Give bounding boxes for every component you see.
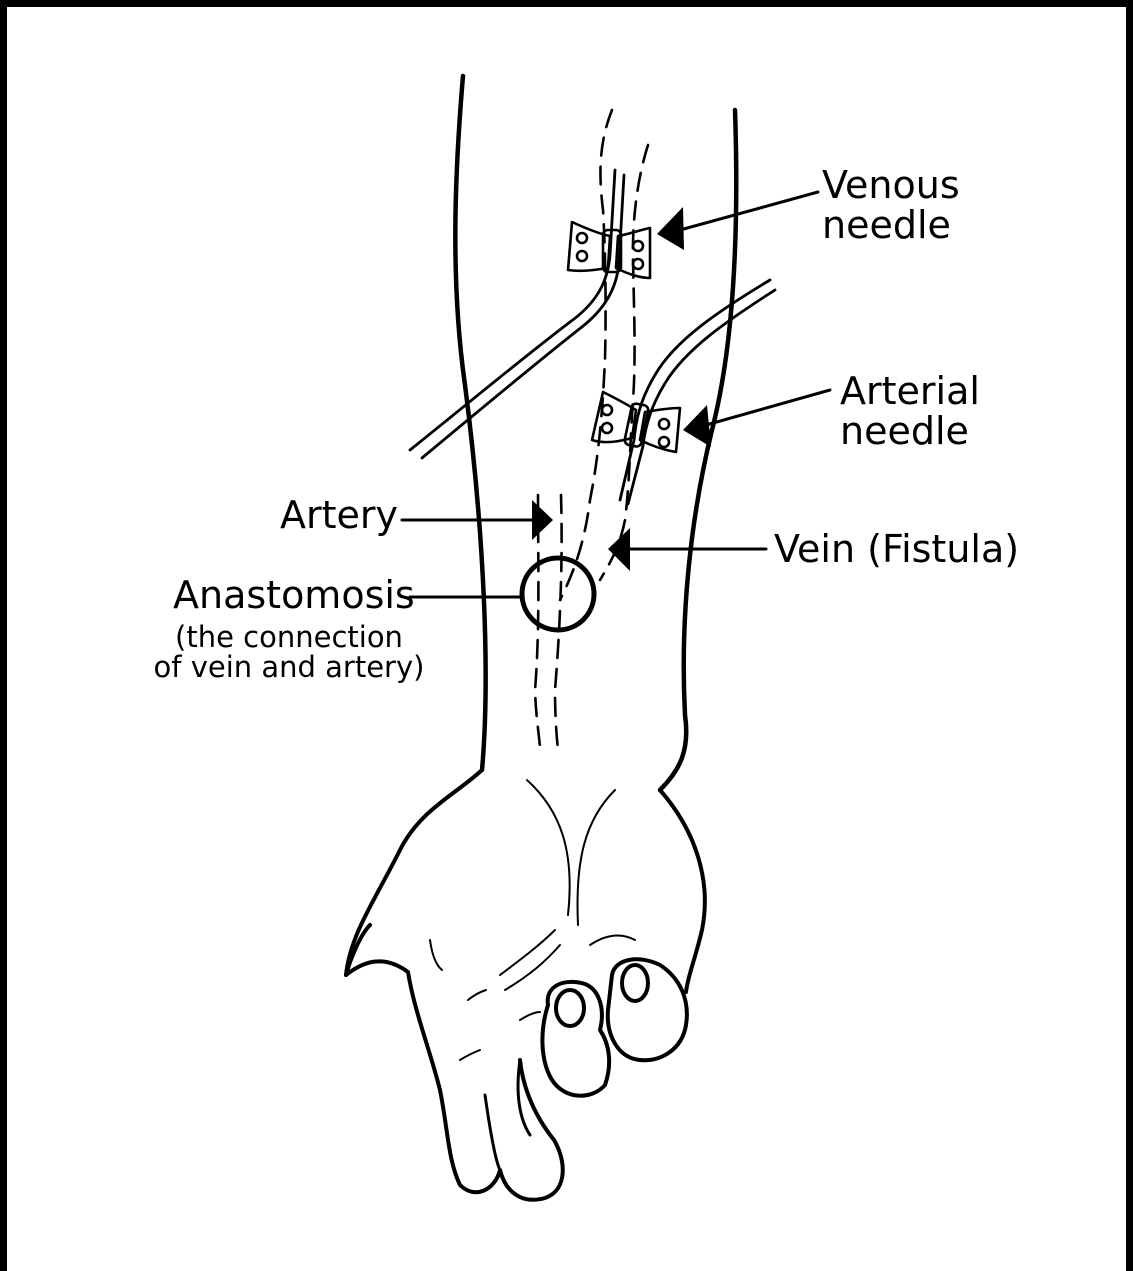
fingernail-left (556, 990, 584, 1026)
arterial-needle-tubing (620, 280, 770, 500)
anastomosis-circle (522, 558, 594, 630)
vein-fistula-path (560, 110, 648, 600)
artery-label: Artery (280, 496, 398, 536)
anastomosis-label: Anastomosis (173, 576, 415, 616)
arterial-needle-arrowhead (683, 405, 711, 447)
arterial-needle-label: Arterial needle (840, 372, 980, 452)
curled-finger-left (542, 982, 609, 1096)
anastomosis-note: (the connection of vein and artery) (150, 622, 428, 683)
venous-needle-leader (680, 192, 818, 230)
venous-needle-tubing (410, 170, 615, 450)
forearm-left-edge (455, 76, 485, 770)
hand-outline (346, 770, 705, 1200)
vein-arrowhead (608, 528, 630, 571)
venous-needle-label: Venous needle (822, 166, 960, 246)
arterial-needle-leader (706, 390, 830, 425)
fingernail-right (622, 965, 648, 1001)
venous-needle-arrowhead (657, 207, 684, 250)
vein-fistula-label: Vein (Fistula) (774, 530, 1019, 570)
artery-arrowhead (532, 500, 553, 540)
